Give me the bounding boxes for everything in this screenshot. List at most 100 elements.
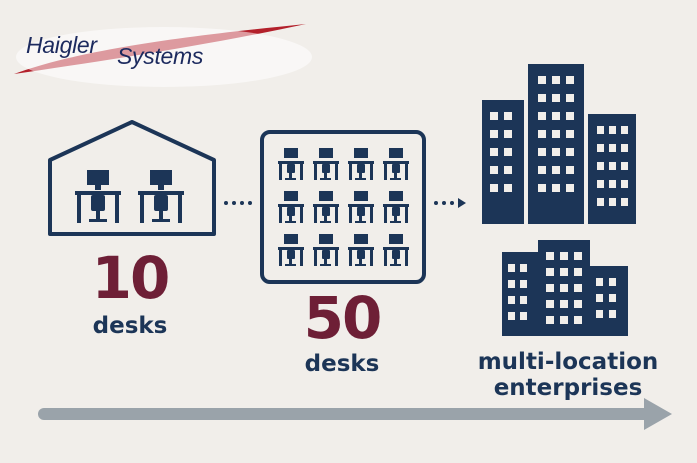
window-icon [552,166,560,174]
window-icon [609,278,616,286]
desk-icon [75,170,121,223]
office-floor-icon [260,130,426,284]
window-icon [538,166,546,174]
window-icon [552,148,560,156]
window-icon [621,180,628,188]
window-icon [596,294,603,302]
window-icon [560,252,568,260]
window-icon [609,144,616,152]
window-icon [552,184,560,192]
window-icon [566,130,574,138]
window-icon [508,296,515,304]
window-icon [609,310,616,318]
stage1-number: 10 [91,244,171,312]
window-icon [609,198,616,206]
window-icon [566,112,574,120]
window-icon [596,278,603,286]
window-icon [609,126,616,134]
window-icon [504,112,512,120]
window-icon [597,198,604,206]
window-icon [546,284,554,292]
window-icon [546,300,554,308]
stage2-number: 50 [303,284,383,352]
window-icon [552,112,560,120]
small-desk-icon [313,148,339,180]
small-desk-icon [313,234,339,266]
window-icon [621,126,628,134]
small-desk-icon [348,234,374,266]
window-icon [538,94,546,102]
window-icon [596,310,603,318]
window-icon [609,180,616,188]
window-icon [560,316,568,324]
window-icon [566,148,574,156]
small-desk-icon [383,191,409,223]
small-desk-icon [313,191,339,223]
window-icon [504,148,512,156]
window-icon [520,312,527,320]
logo-text-haigler: Haigler [26,32,97,58]
window-icon [552,76,560,84]
window-icon [566,166,574,174]
building-windows [490,76,628,324]
window-icon [560,268,568,276]
window-icon [508,264,515,272]
company-logo: Haigler Systems [14,22,312,92]
window-icon [538,112,546,120]
dotted-connector [224,201,252,205]
small-desk-icon [278,148,304,180]
window-icon [490,112,498,120]
window-icon [574,284,582,292]
window-icon [574,252,582,260]
stage1-label: desks [92,313,168,339]
window-icon [609,162,616,170]
window-icon [574,316,582,324]
small-desk-icon [348,191,374,223]
logo-text-systems: Systems [117,43,204,69]
window-icon [566,94,574,102]
window-icon [609,294,616,302]
window-icon [504,130,512,138]
stage2-label: desks [304,351,380,377]
window-icon [520,264,527,272]
window-icon [508,312,515,320]
window-icon [538,148,546,156]
desk-grid [278,148,409,266]
office-house-icon [48,120,216,236]
small-desk-icon [383,234,409,266]
small-desk-icon [383,148,409,180]
window-icon [621,198,628,206]
window-icon [566,184,574,192]
window-icon [621,162,628,170]
window-icon [520,296,527,304]
window-icon [597,162,604,170]
dotted-arrow [434,198,466,208]
timeline-arrow [38,398,672,430]
stage3-label-line1: multi-location [477,349,659,375]
window-icon [560,300,568,308]
window-icon [546,316,554,324]
window-icon [621,144,628,152]
window-icon [490,184,498,192]
window-icon [490,130,498,138]
window-icon [552,130,560,138]
window-icon [546,268,554,276]
window-icon [574,268,582,276]
window-icon [490,166,498,174]
window-icon [538,130,546,138]
window-icon [508,280,515,288]
desk-icon [138,170,184,223]
window-icon [538,76,546,84]
window-icon [597,144,604,152]
small-desk-icon [348,148,374,180]
window-icon [552,94,560,102]
small-desk-icon [278,234,304,266]
window-icon [546,252,554,260]
window-icon [597,180,604,188]
stage3-label-line2: enterprises [493,375,643,401]
window-icon [504,166,512,174]
window-icon [538,184,546,192]
window-icon [520,280,527,288]
window-icon [504,184,512,192]
